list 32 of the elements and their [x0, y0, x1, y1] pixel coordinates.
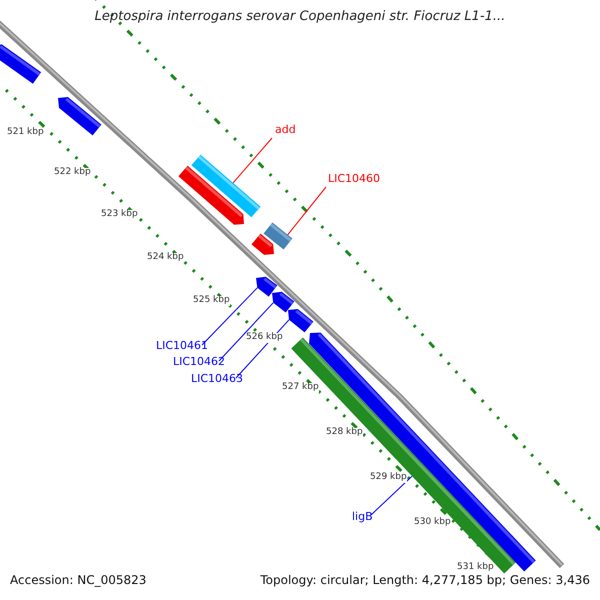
position-label: 528 kbp	[326, 428, 363, 438]
leader-line	[202, 287, 258, 346]
position-label: 527 kbp	[282, 383, 319, 393]
gene-label: LIC10463	[191, 373, 244, 386]
gene-label: LIC10462	[173, 356, 226, 368]
leader-line	[287, 186, 326, 236]
gene-feature	[256, 276, 278, 297]
gene-label: LIC10461	[156, 340, 208, 352]
gene-feature	[191, 154, 261, 218]
position-label: 529 kbp	[370, 473, 407, 483]
gene-label: ligB	[352, 511, 373, 524]
leader-line	[218, 302, 274, 362]
title: Leptospira interrogans serovar Copenhageni str. Fiocruz L1-1...	[94, 10, 506, 24]
leader-line	[370, 476, 412, 516]
gene-label: LIC10460	[328, 173, 380, 186]
gene-feature	[264, 222, 292, 250]
leader-line	[232, 138, 272, 184]
gene-label: add	[275, 124, 296, 136]
position-label: 525 kbp	[193, 296, 230, 306]
position-label: 521 kbp	[7, 128, 44, 138]
position-label: 522 kbp	[54, 168, 91, 178]
gene-feature	[288, 309, 314, 332]
accession-label: Accession: NC_005823	[10, 574, 146, 588]
position-label: 523 kbp	[101, 210, 138, 220]
gene-feature	[58, 97, 102, 136]
genome-info: Topology: circular; Length: 4,277,185 bp; Genes: 3,436	[260, 574, 590, 588]
gene-feature	[0, 44, 42, 84]
position-label: 526 kbp	[246, 333, 283, 343]
position-label: 530 kbp	[414, 518, 451, 528]
position-label: 524 kbp	[147, 253, 184, 263]
gene-feature	[272, 292, 294, 312]
position-label: 531 kbp	[457, 563, 494, 573]
